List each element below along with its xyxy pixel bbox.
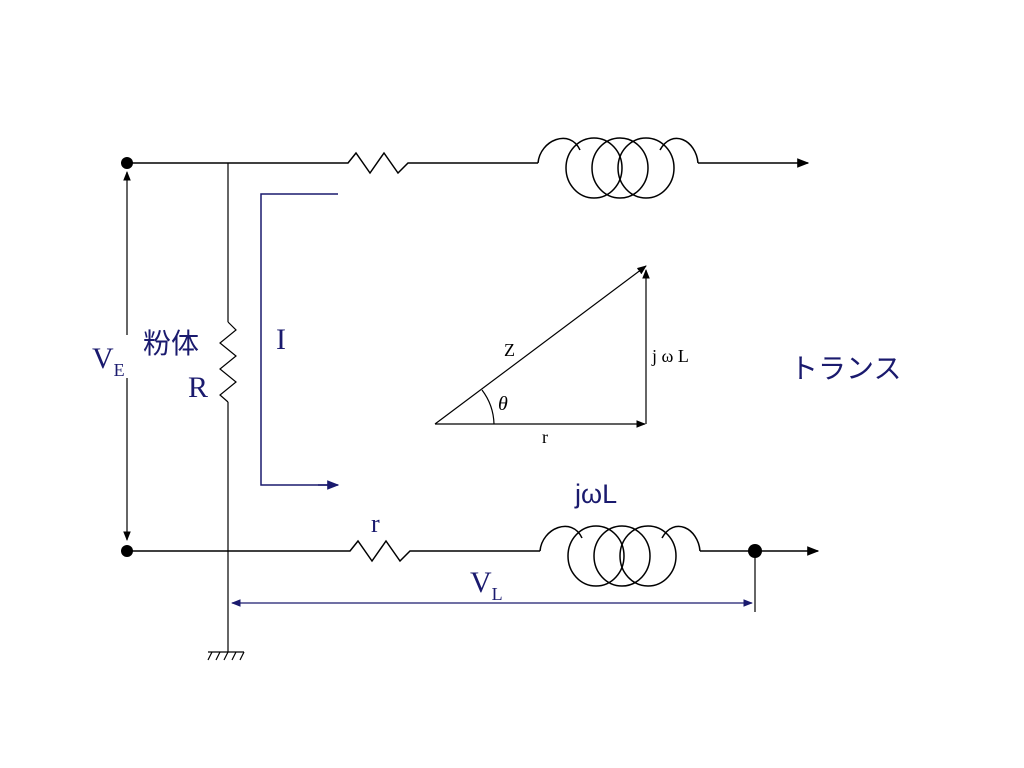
current-path-arrow xyxy=(260,193,340,490)
top-wire xyxy=(127,137,810,199)
terminal-dot-icon xyxy=(121,545,133,557)
powder-label: 粉体 xyxy=(143,328,199,359)
phasor-r-label: r xyxy=(542,427,548,447)
phasor-theta-label: θ xyxy=(498,393,508,415)
powder-branch xyxy=(219,163,237,652)
phasor-z-label: Z xyxy=(504,340,515,360)
terminal-dot-icon xyxy=(121,157,133,169)
current-I-label: I xyxy=(276,323,286,356)
vl-label: VL xyxy=(470,566,503,604)
vl-arrow xyxy=(231,551,756,612)
bottom-inductor xyxy=(539,525,701,587)
r-label: r xyxy=(371,509,380,538)
transformer-label: トランス xyxy=(790,353,901,384)
bottom-resistor xyxy=(340,539,420,563)
phasor-angle-arc xyxy=(481,389,495,425)
top-resistor xyxy=(338,151,418,175)
top-inductor xyxy=(537,137,699,199)
phasor-jwl-label: j ω L xyxy=(651,346,689,366)
phasor-z-vector xyxy=(434,265,647,425)
jwl-label: jωL xyxy=(574,479,617,509)
ve-label: VE xyxy=(92,342,125,380)
resistance-R-label: R xyxy=(188,371,208,404)
ground-symbol-icon xyxy=(207,651,245,661)
powder-resistor xyxy=(219,321,237,403)
phasor-triangle xyxy=(434,265,650,428)
